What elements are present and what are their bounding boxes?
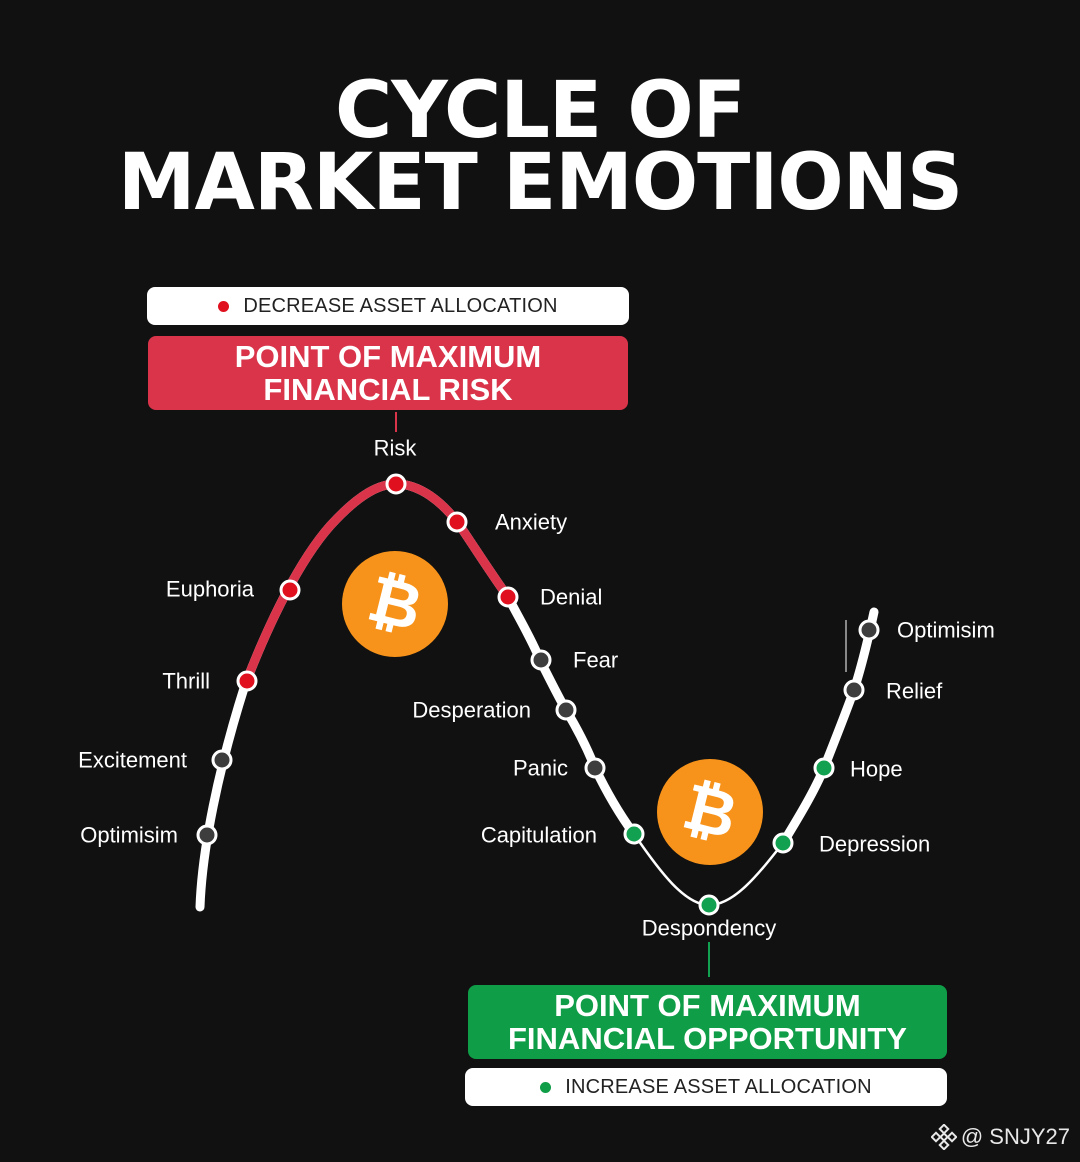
stage-marker-optimisim <box>196 824 218 846</box>
stage-label-panic: Panic <box>513 756 568 781</box>
stage-marker-euphoria <box>279 579 301 601</box>
stage-label-anxiety: Anxiety <box>495 510 567 535</box>
max-risk-line-2: FINANCIAL RISK <box>263 372 513 407</box>
stage-label-desperation: Desperation <box>412 698 531 723</box>
stage-marker-risk <box>385 473 407 495</box>
stage-marker-denial <box>497 586 519 608</box>
stage-marker-anxiety <box>446 511 468 533</box>
stage-marker-panic <box>584 757 606 779</box>
green-dot-icon <box>540 1081 552 1093</box>
max-risk-line-1: POINT OF MAXIMUM <box>234 339 542 374</box>
stage-marker-optimisim <box>858 619 880 641</box>
stage-label-denial: Denial <box>540 585 602 610</box>
stage-marker-thrill <box>236 670 258 692</box>
watermark-text: @ SNJY27 <box>960 1124 1070 1149</box>
stage-marker-relief <box>843 679 865 701</box>
red-dot-icon <box>218 300 230 312</box>
stage-marker-excitement <box>211 749 233 771</box>
decrease-allocation-pill: DECREASE ASSET ALLOCATION <box>147 287 629 325</box>
stage-label-despondency: Despondency <box>642 916 777 941</box>
stage-label-euphoria: Euphoria <box>166 577 255 602</box>
max-opportunity-line-1: POINT OF MAXIMUM <box>554 988 861 1023</box>
stage-marker-depression <box>772 832 794 854</box>
title-line-2: MARKET EMOTIONS <box>117 138 963 228</box>
stage-marker-hope <box>813 757 835 779</box>
stage-marker-desperation <box>555 699 577 721</box>
stage-label-thrill: Thrill <box>162 669 210 694</box>
stage-label-hope: Hope <box>850 757 903 782</box>
max-risk-banner: POINT OF MAXIMUM FINANCIAL RISK <box>148 336 628 410</box>
stage-label-optimisim: Optimisim <box>80 823 178 848</box>
bitcoin-icon: ₿ <box>342 551 448 657</box>
stage-label-relief: Relief <box>886 679 943 704</box>
stage-label-risk: Risk <box>374 436 418 461</box>
max-opportunity-line-2: FINANCIAL OPPORTUNITY <box>508 1021 907 1056</box>
stage-label-excitement: Excitement <box>78 748 187 773</box>
stage-marker-fear <box>530 649 552 671</box>
increase-allocation-text: INCREASE ASSET ALLOCATION <box>565 1075 872 1098</box>
stage-marker-capitulation <box>623 823 645 845</box>
binance-icon <box>930 1124 957 1150</box>
cycle-curve-right <box>778 607 879 848</box>
bitcoin-icon: ₿ <box>657 759 763 865</box>
stage-label-optimisim: Optimisim <box>897 618 995 643</box>
decrease-allocation-text: DECREASE ASSET ALLOCATION <box>243 294 558 317</box>
increase-allocation-pill: INCREASE ASSET ALLOCATION <box>465 1068 947 1106</box>
stage-label-capitulation: Capitulation <box>481 823 597 848</box>
stage-label-fear: Fear <box>573 648 618 673</box>
max-opportunity-banner: POINT OF MAXIMUM FINANCIAL OPPORTUNITY <box>468 985 947 1059</box>
title-line-1: CYCLE OF <box>335 66 746 156</box>
stage-marker-despondency <box>698 894 720 916</box>
stage-label-depression: Depression <box>819 832 930 857</box>
watermark: @ SNJY27 <box>930 1124 1070 1150</box>
